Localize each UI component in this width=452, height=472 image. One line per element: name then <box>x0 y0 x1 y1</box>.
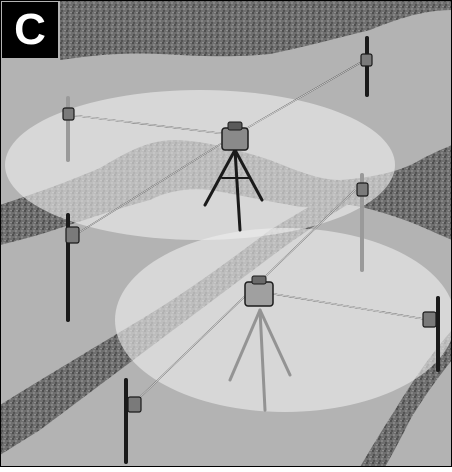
laser-plane-lower <box>115 228 452 412</box>
figure-label: C <box>2 2 58 58</box>
